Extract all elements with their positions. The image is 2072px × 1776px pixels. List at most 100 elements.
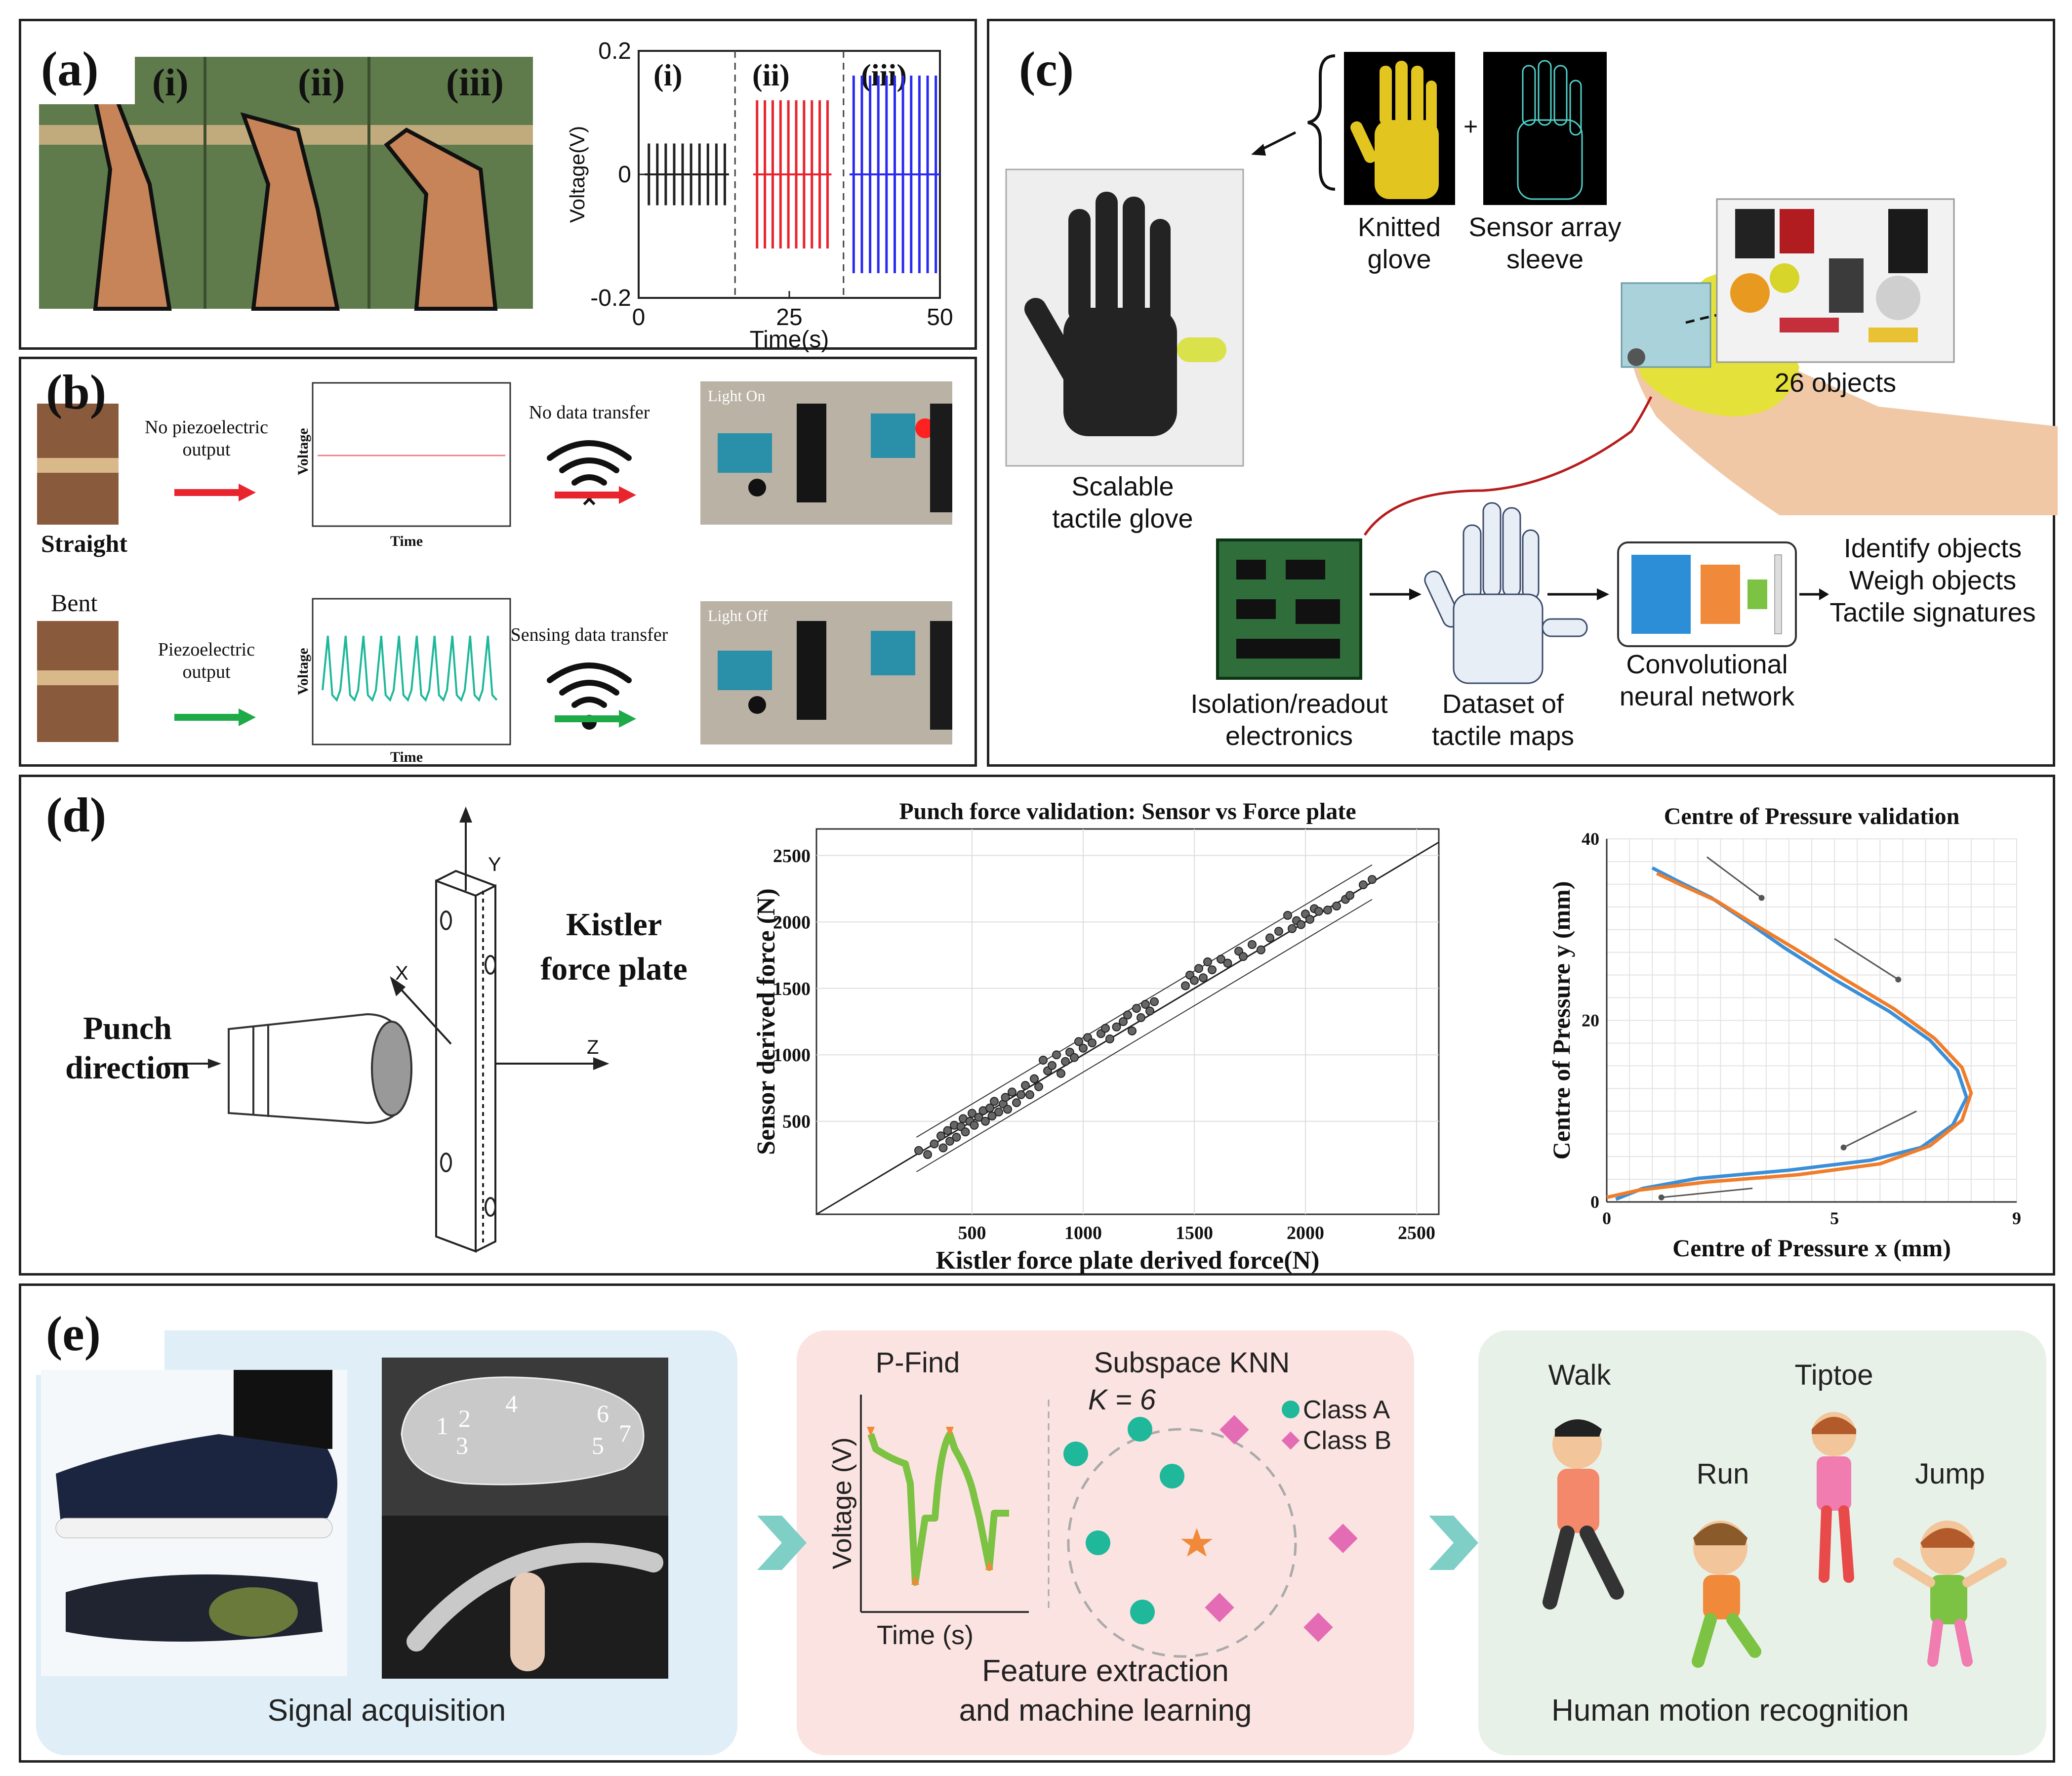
scatter-point [1208, 965, 1217, 975]
bent-leg-band [37, 670, 119, 685]
scatter-point [981, 1116, 990, 1126]
sensor-number-2: 2 [458, 1404, 471, 1432]
straight-time-axis: Time [390, 533, 423, 549]
green-arrow-2 [555, 710, 636, 728]
scatter-point [987, 1111, 997, 1120]
output-weigh: Weigh objects [1849, 566, 2016, 595]
scatter-point [1368, 875, 1377, 884]
scatter-point [1145, 1006, 1154, 1016]
knitted-label-2: glove [1367, 245, 1431, 274]
scatter-point [938, 1143, 948, 1153]
panel-c: (c) + Knitted glove Sensor array sleeve [987, 19, 2058, 767]
p-find-title: P-Find [876, 1347, 960, 1379]
axis-x-label: X [395, 962, 408, 984]
jump-label: Jump [1915, 1458, 1985, 1490]
panel-e: (e) 1 2 3 4 5 6 7 Signal acquisition [19, 1283, 2055, 1763]
circuit-boards-on [718, 404, 952, 512]
class-b-points [1205, 1415, 1358, 1642]
straight-voltage-chart [312, 382, 511, 527]
dataset-label-2: tactile maps [1432, 721, 1574, 751]
scatter-point [1070, 1053, 1079, 1062]
scatter-point [1088, 1038, 1097, 1048]
scatter-point [1248, 940, 1257, 949]
cop-xtick-label: 5 [1830, 1208, 1839, 1228]
scatter-ytick-label: 1500 [773, 979, 811, 999]
panel-a-label: (a) [41, 41, 99, 96]
scatter-point [1274, 927, 1283, 936]
query-star-icon [1181, 1528, 1213, 1557]
scatter-point [1137, 1013, 1145, 1022]
hand-shape-ii [240, 112, 340, 311]
bent-label: Bent [51, 589, 98, 617]
sensor-number-1: 1 [436, 1412, 448, 1440]
scalable-glove-hand [1024, 192, 1226, 436]
scatter-frame [815, 828, 1440, 1215]
panel-e-label-bg [36, 1301, 164, 1375]
sensor-number-4: 4 [505, 1390, 518, 1417]
punch-label-2: direction [65, 1050, 190, 1086]
scatter-point [945, 1137, 954, 1146]
scatter-title: Punch force validation: Sensor vs Force … [899, 798, 1356, 825]
scatter-point [1003, 1105, 1012, 1114]
scatter-point [930, 1139, 939, 1149]
panel-b: (b) Straight Bent No piezoelectric outpu… [19, 357, 977, 767]
pfind-time-label: Time (s) [877, 1620, 974, 1650]
scatter-point [1314, 907, 1323, 916]
panel-b-svg: (b) Straight Bent No piezoelectric outpu… [37, 365, 952, 765]
scatter-point [1141, 1000, 1150, 1009]
straight-label: Straight [41, 530, 127, 557]
bent-voltage-axis: Voltage [295, 648, 311, 695]
pfind-signal [867, 1431, 1009, 1586]
jumping-girl-icon [1893, 1521, 2007, 1667]
scatter-point [1190, 976, 1199, 985]
cop-arrow-head [1895, 976, 1902, 983]
red-wire [1363, 396, 1653, 536]
motion-recognition-label: Human motion recognition [1551, 1693, 1909, 1728]
objects-items [1730, 209, 1928, 342]
dataset-label-1: Dataset of [1442, 689, 1564, 719]
scatter-point [1239, 952, 1248, 961]
scatter-point [1030, 1074, 1039, 1083]
cop-ytick-label: 20 [1582, 1011, 1599, 1031]
scatter-point [1008, 1087, 1016, 1097]
circuit-boards-off [718, 621, 952, 730]
kistler-force-plate [435, 869, 496, 1253]
electronics-label-1: Isolation/readout [1190, 689, 1387, 719]
scatter-xtick-label: 2500 [1398, 1223, 1435, 1243]
scatter-point [961, 1127, 970, 1137]
wifi-on-icon [547, 662, 632, 730]
chart-a-ytick-label: -0.2 [590, 285, 631, 311]
scatter-point [1199, 973, 1208, 983]
red-arrow-1 [174, 484, 256, 501]
scatter-point [1052, 1050, 1061, 1060]
axis-y-label: Y [488, 854, 501, 875]
cop-direction-arrow [1706, 856, 1762, 899]
scatter-point [1345, 891, 1354, 900]
output-identify: Identify objects [1844, 534, 2022, 563]
legend-class-a: Class A [1303, 1396, 1390, 1424]
no-piezo-output-line1: No piezoelectric [145, 417, 268, 438]
light-off-label: Light Off [708, 607, 768, 624]
scatter-point [1297, 920, 1305, 929]
scatter-point [914, 1146, 923, 1155]
scatter-point [968, 1109, 976, 1118]
tiptoe-girl-icon [1812, 1412, 1856, 1583]
walk-label: Walk [1548, 1359, 1612, 1391]
sensor-number-5: 5 [592, 1432, 604, 1459]
chart-a-xtick-label: 0 [632, 304, 646, 330]
brace [1307, 54, 1336, 191]
light-on-label: Light On [708, 387, 765, 405]
panel-e-svg: (e) 1 2 3 4 5 6 7 Signal acquisition [36, 1301, 2046, 1755]
piezo-output-line2: output [182, 661, 231, 682]
scatter-point [1101, 1024, 1110, 1033]
motion-recognition-bg [1478, 1330, 2046, 1755]
axis-z-label: Z [587, 1036, 599, 1058]
scatter-ytick-label: 2500 [773, 846, 811, 867]
scatter-point [990, 1097, 999, 1106]
cnn-label-1: Convolutional [1626, 650, 1788, 679]
k-value: K = 6 [1088, 1384, 1156, 1416]
photo-label-i: (i) [152, 61, 189, 104]
scatter-point [936, 1131, 945, 1141]
scatter-point [1265, 933, 1274, 943]
